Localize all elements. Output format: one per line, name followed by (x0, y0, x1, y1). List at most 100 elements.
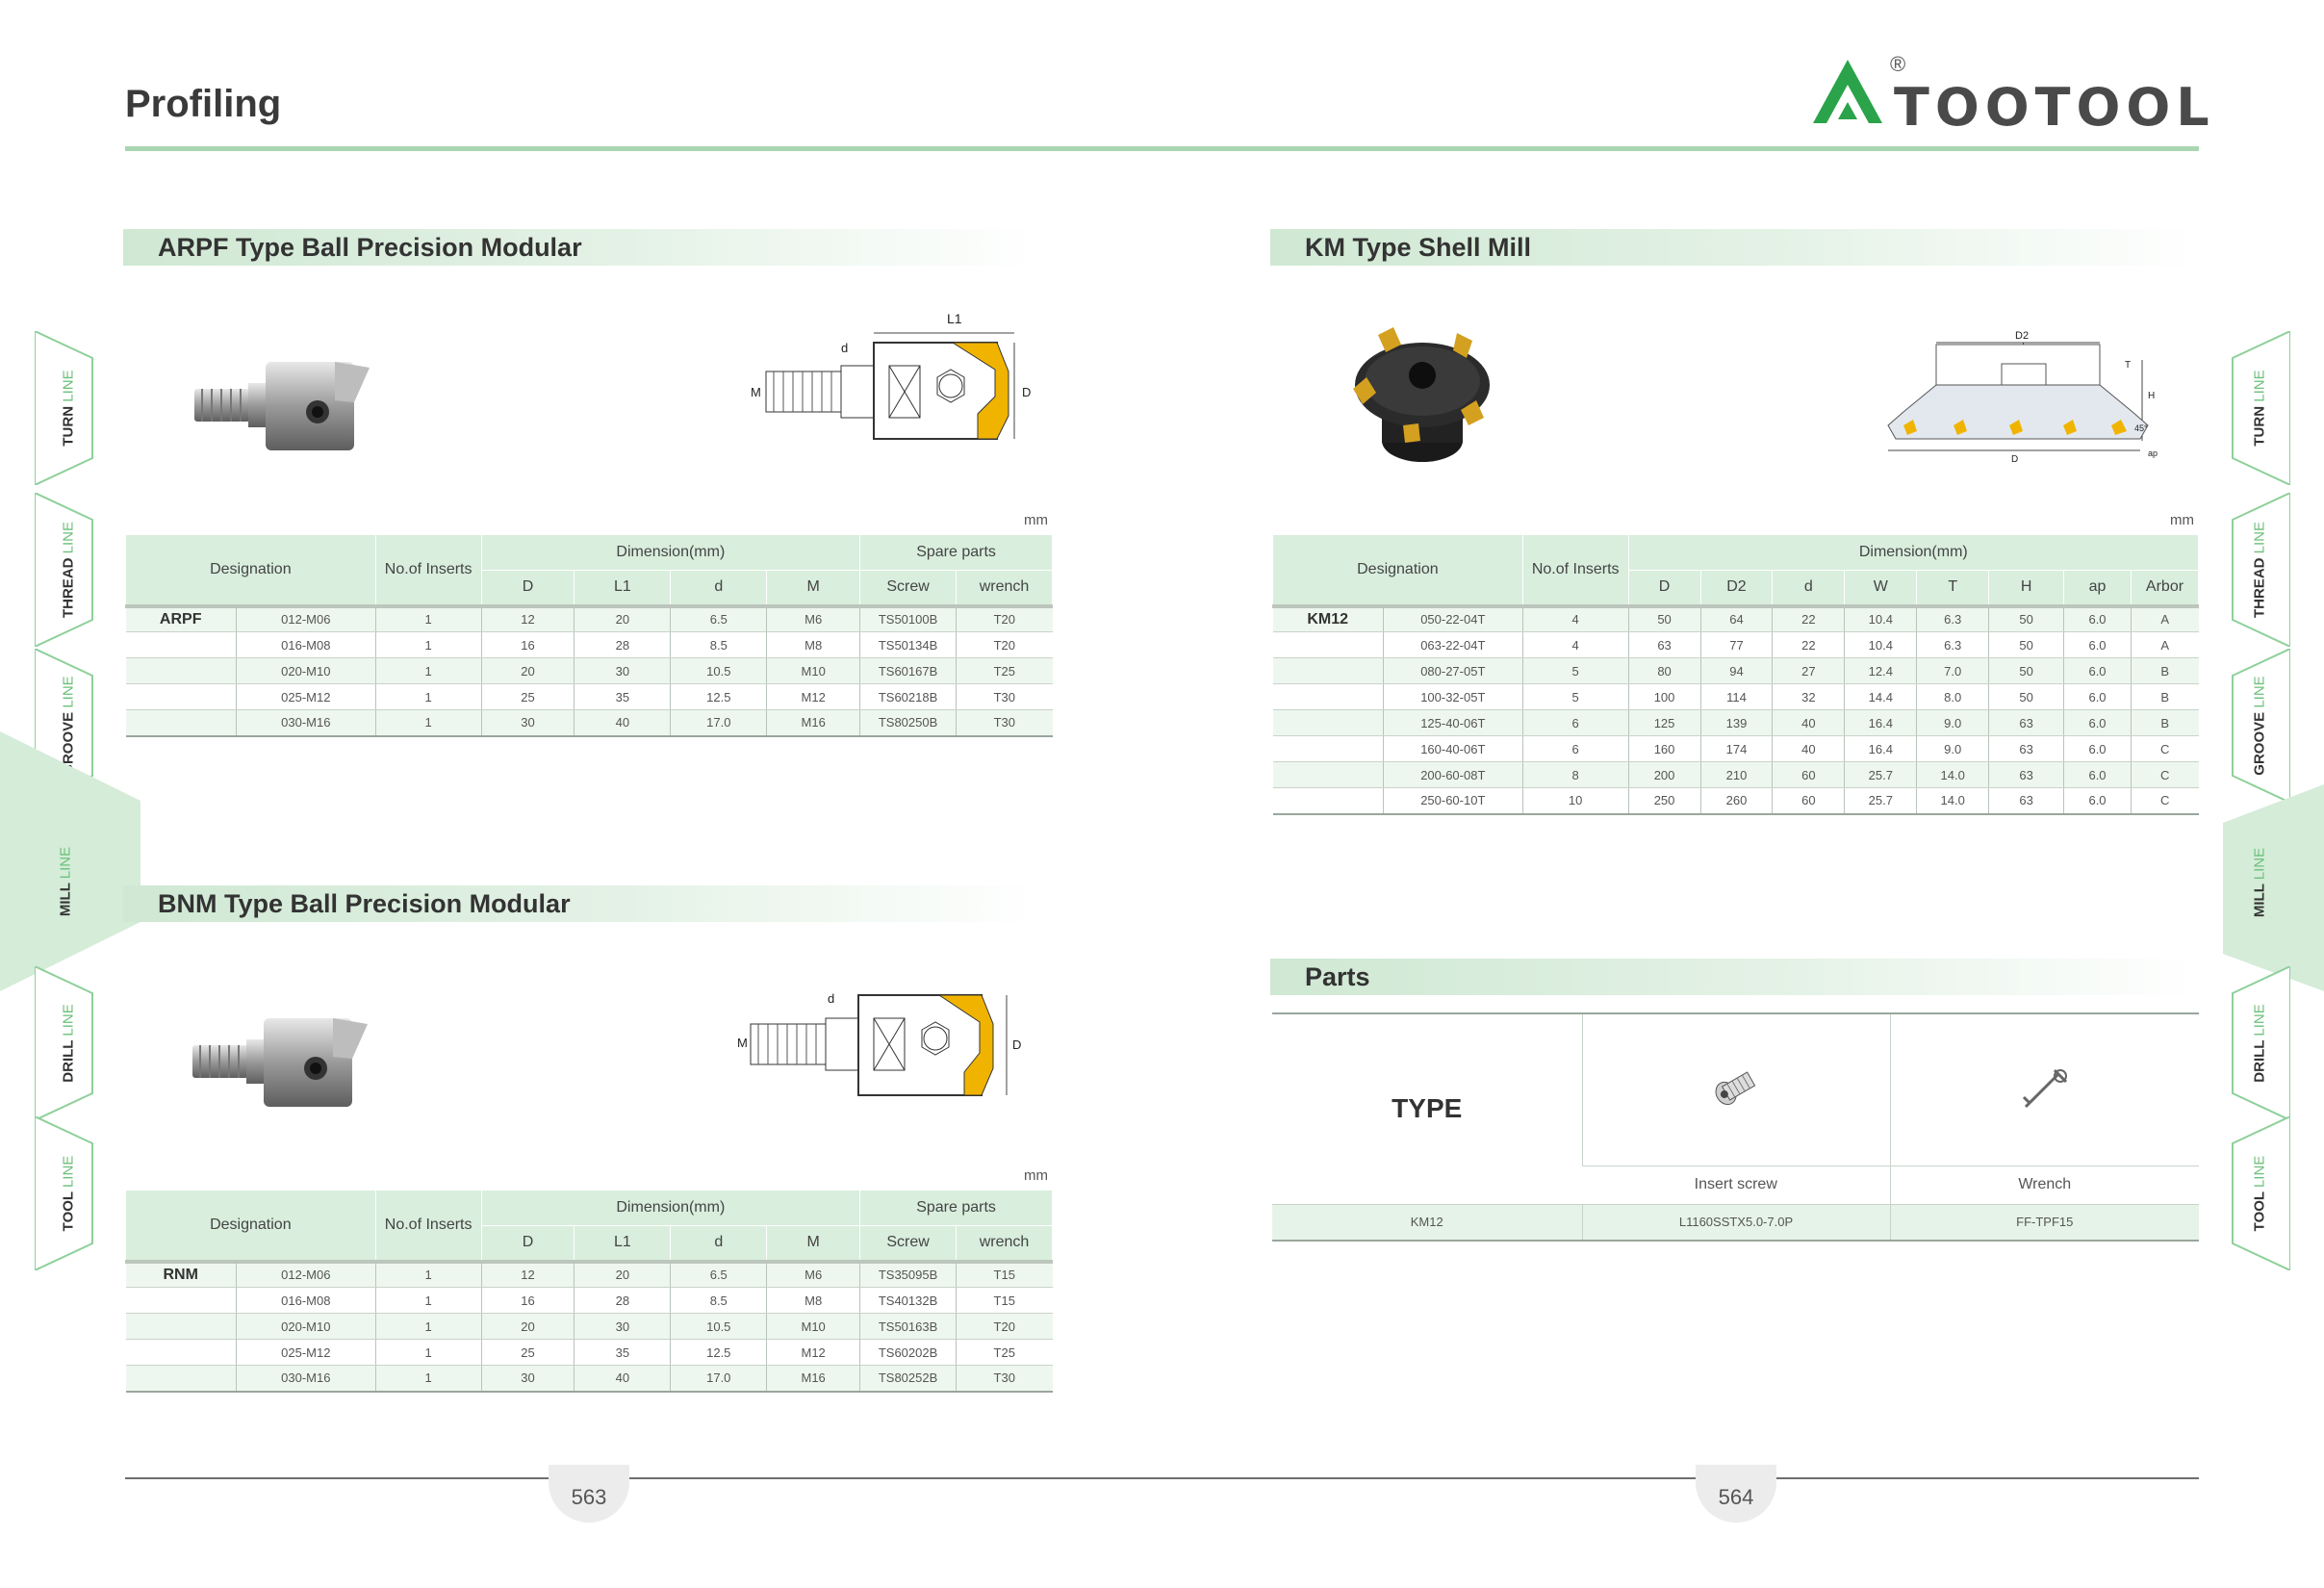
dim-label-big-d: D (1012, 1037, 1021, 1052)
cell-M: M8 (766, 1287, 860, 1314)
cell-series (125, 657, 237, 684)
cell-arbor: B (2130, 709, 2199, 736)
tab-drill-line-left[interactable]: DRILL LINE (35, 966, 102, 1120)
wrench-image-cell (1889, 1012, 2199, 1165)
col-h: H (1988, 570, 2065, 606)
cell-d: 6.5 (670, 603, 767, 632)
cell-D2: 64 (1699, 603, 1773, 632)
cell-wrench: T20 (956, 603, 1053, 632)
cell-M: M12 (766, 683, 860, 710)
col-dimension: Dimension(mm) (480, 534, 861, 571)
cell-n: 4 (1521, 603, 1629, 632)
cell-M: M8 (766, 631, 860, 658)
cell-H: 50 (1988, 603, 2064, 632)
col-screw: Screw (859, 570, 958, 606)
cell-ap: 6.0 (2063, 631, 2132, 658)
tab-turn-line-left[interactable]: TURN LINE (35, 331, 102, 485)
cell-d: 6.5 (670, 1259, 767, 1288)
cell-T: 6.3 (1916, 603, 1989, 632)
cell-D: 20 (480, 1313, 575, 1340)
col-l1: L1 (574, 570, 672, 606)
tab-suffix: LINE (60, 370, 77, 402)
col-screw: Screw (859, 1225, 958, 1262)
cell-T: 6.3 (1916, 631, 1989, 658)
cell-wrench: T30 (956, 1365, 1053, 1393)
tab-tool-line-left[interactable]: TOOL LINE (35, 1116, 102, 1270)
cell-screw: TS60202B (859, 1339, 957, 1366)
cell-arbor: C (2130, 787, 2199, 815)
cell-code: 063-22-04T (1382, 631, 1523, 658)
cell-ap: 6.0 (2063, 735, 2132, 762)
col-spare-parts: Spare parts (859, 534, 1053, 571)
col-inserts: No.of Inserts (1521, 534, 1629, 606)
cell-W: 10.4 (1844, 631, 1917, 658)
col-arbor: Arbor (2130, 570, 2200, 606)
cell-D: 160 (1627, 735, 1701, 762)
cell-M: M6 (766, 603, 860, 632)
cell-series (1272, 631, 1384, 658)
tab-tool-line-right[interactable]: TOOL LINE (2223, 1116, 2290, 1270)
tab-label: GROOVE (2251, 711, 2268, 776)
col-designation: Designation (1272, 534, 1523, 606)
parts-table: TYPE Insert screw Wrench KM12 (1272, 1012, 2199, 1242)
cell-M: M16 (766, 709, 860, 737)
cell-series: KM12 (1272, 603, 1384, 632)
tab-turn-line-right[interactable]: TURN LINE (2223, 331, 2290, 485)
cell-n: 1 (374, 1313, 482, 1340)
tab-label: DRILL (2251, 1039, 2268, 1083)
tab-groove-line-right[interactable]: GROOVE LINE (2223, 649, 2290, 803)
cell-code: 030-M16 (235, 709, 376, 737)
cell-L1: 40 (574, 1365, 671, 1393)
cell-D2: 114 (1699, 683, 1773, 710)
cell-T: 9.0 (1916, 709, 1989, 736)
tab-thread-line-left[interactable]: THREAD LINE (35, 493, 102, 647)
cell-wrench: T25 (956, 1339, 1053, 1366)
col-wrench: wrench (956, 570, 1053, 606)
cell-D: 63 (1627, 631, 1701, 658)
cell-W: 12.4 (1844, 657, 1917, 684)
tab-thread-line-right[interactable]: THREAD LINE (2223, 493, 2290, 647)
cell-d: 32 (1772, 683, 1845, 710)
unit-label: mm (1024, 512, 1048, 528)
col-t: T (1916, 570, 1990, 606)
cell-D2: 260 (1699, 787, 1773, 815)
tab-suffix: LINE (2251, 847, 2268, 881)
tab-mill-line-right-active[interactable]: MILL LINE (2223, 784, 2324, 991)
cell-n: 8 (1521, 761, 1629, 788)
dim-label-big-d: D (2011, 454, 2018, 465)
cell-code: 080-27-05T (1382, 657, 1523, 684)
tab-label: DRILL (60, 1039, 77, 1083)
tab-suffix: LINE (60, 1004, 77, 1037)
cell-arbor: C (2130, 761, 2199, 788)
col-d-small: d (670, 1225, 768, 1262)
tab-mill-line-left-active[interactable]: MILL LINE (0, 731, 140, 991)
cell-code: 160-40-06T (1382, 735, 1523, 762)
cell-H: 63 (1988, 787, 2064, 815)
cell-D2: 210 (1699, 761, 1773, 788)
cell-arbor: B (2130, 657, 2199, 684)
unit-label: mm (1024, 1167, 1048, 1184)
tab-label: THREAD (60, 557, 77, 619)
cell-code: 250-60-10T (1382, 787, 1523, 815)
cell-n: 1 (374, 1339, 482, 1366)
km-technical-drawing: D2 d W T H 45° D ap (1887, 330, 2158, 465)
cell-d: 12.5 (670, 683, 767, 710)
cell-d: 27 (1772, 657, 1845, 684)
cell-W: 14.4 (1844, 683, 1917, 710)
tab-drill-line-right[interactable]: DRILL LINE (2223, 966, 2290, 1120)
tab-suffix: LINE (57, 846, 74, 880)
logo-mark-icon (1813, 60, 1882, 123)
bnm-tool-photo (192, 1018, 368, 1107)
cell-series (125, 1339, 237, 1366)
wrench-label: Wrench (1889, 1165, 2199, 1204)
page-title: Profiling (125, 83, 282, 125)
cell-W: 10.4 (1844, 603, 1917, 632)
